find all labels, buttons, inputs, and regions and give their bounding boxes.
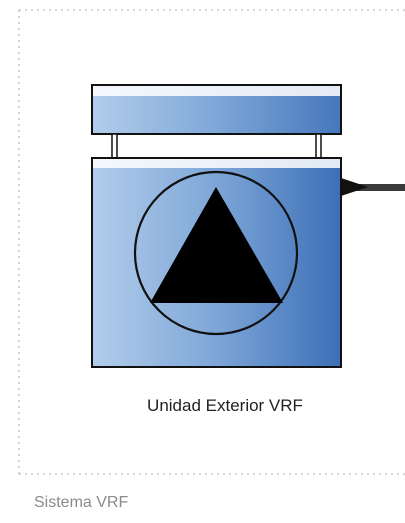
unit-support-right xyxy=(315,133,322,159)
outdoor-unit xyxy=(91,84,405,368)
system-boundary xyxy=(18,9,405,475)
pipe-connection xyxy=(341,184,405,191)
unit-top-cover-highlight xyxy=(93,86,340,96)
fan-circle xyxy=(133,170,299,336)
unit-label: Unidad Exterior VRF xyxy=(147,396,303,415)
unit-body-highlight xyxy=(93,159,340,168)
pipe-arrow-icon xyxy=(341,178,368,196)
unit-support-left xyxy=(111,133,118,159)
fan-triangle-icon xyxy=(150,187,283,303)
system-label: Sistema VRF xyxy=(34,494,129,511)
